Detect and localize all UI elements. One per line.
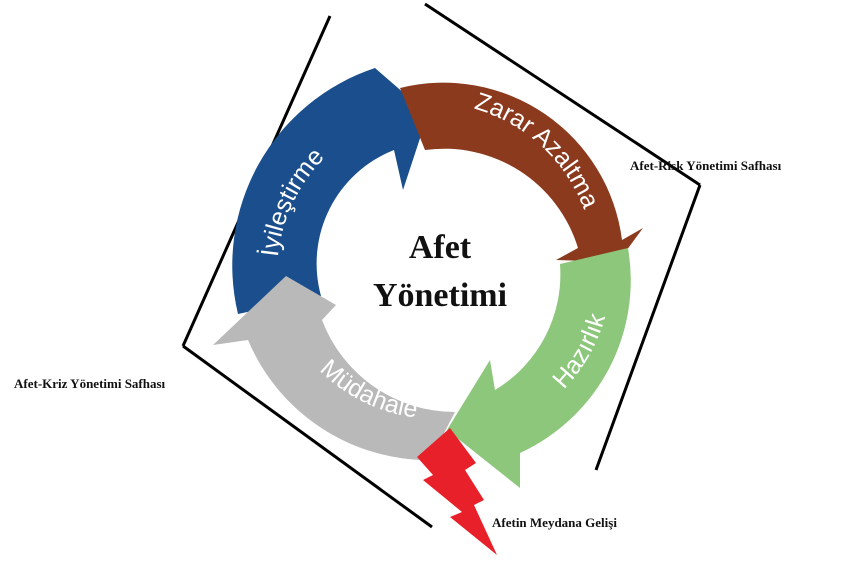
lightning-bolt-icon <box>417 428 497 555</box>
center-title-line2: Yönetimi <box>373 277 507 314</box>
risk-phase-label: Afet-Risk Yönetimi Safhası <box>630 158 782 173</box>
disaster-event-label: Afetin Meydana Gelişi <box>492 515 617 530</box>
hazirlik-arrow <box>447 248 631 488</box>
center-title-line1: Afet <box>409 229 472 266</box>
iyilestirme-arrow <box>232 68 428 314</box>
risk-phase-bracket-top <box>424 2 701 187</box>
crisis-phase-label: Afet-Kriz Yönetimi Safhası <box>14 376 166 391</box>
crisis-phase-bracket-bottom <box>182 344 433 529</box>
mudahale-arrow <box>213 276 455 461</box>
risk-phase-bracket-bottom <box>594 184 702 471</box>
zarar-azaltma-arrow <box>400 82 643 262</box>
